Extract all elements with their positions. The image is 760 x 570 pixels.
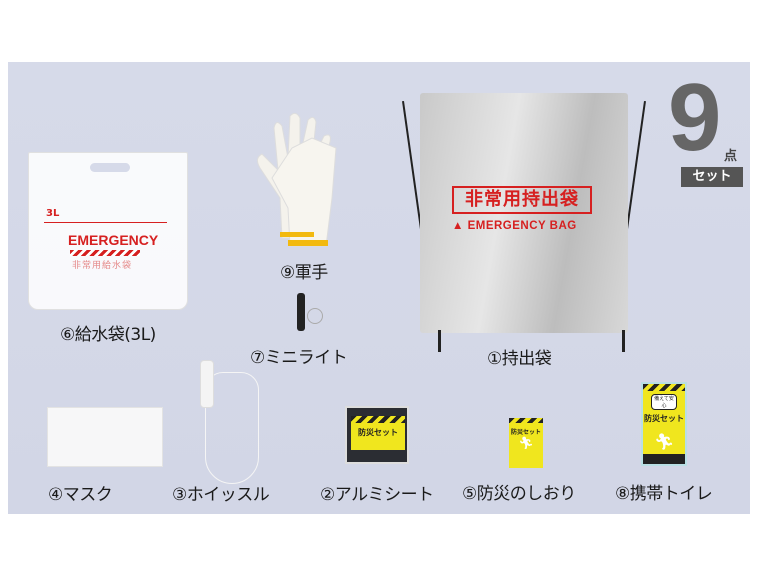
item-label-guide: ⑤防災のしおり	[462, 484, 576, 504]
item-count-unit: 点	[724, 149, 738, 164]
pack-title: 防災セット	[358, 428, 398, 437]
item-count: 9	[668, 64, 722, 171]
item-label-whistle: ③ホイッスル	[172, 485, 270, 505]
portable-toilet-image: 備えて安心 防災セット 🏃︎	[641, 382, 687, 466]
item-label-gloves: ⑨軍手	[280, 263, 328, 283]
mini-light-image	[297, 293, 305, 331]
bag-title-text: 非常用持出袋	[452, 186, 592, 214]
disaster-guide-image: 防災セット 🏃︎	[509, 418, 543, 468]
water-bag-image	[28, 152, 188, 310]
set-badge: セット	[681, 167, 743, 187]
pack-title: 防災セット	[644, 414, 684, 423]
aluminum-sheet-image: 防災セット	[345, 406, 409, 464]
item-label-water-bag: ⑥給水袋(3L)	[60, 325, 156, 345]
pack-tag: 備えて安心	[651, 394, 677, 410]
water-bag-stripe	[70, 250, 140, 256]
item-label-mini-light: ⑦ミニライト	[250, 348, 348, 368]
water-bag-handle	[90, 163, 130, 172]
water-bag-line	[44, 222, 167, 223]
whistle-image	[200, 360, 214, 408]
bag-subtitle-text: ▲ EMERGENCY BAG	[452, 220, 577, 232]
water-bag-emergency-text: EMERGENCY	[68, 232, 159, 248]
keyring-image	[307, 308, 323, 324]
cord-stopper-left	[438, 330, 441, 352]
item-label-toilet: ⑧携帯トイレ	[615, 484, 713, 504]
item-label-mask: ④マスク	[48, 485, 113, 505]
pack-title: 防災セット	[510, 429, 541, 436]
gloves-image	[256, 112, 337, 247]
water-bag-jp-text: 非常用給水袋	[72, 261, 133, 271]
cord-stopper-right	[622, 330, 625, 352]
item-label-bag: ①持出袋	[487, 349, 552, 369]
running-person-icon: 🏃︎	[653, 432, 675, 451]
item-label-aluminum-sheet: ②アルミシート	[320, 485, 434, 505]
water-bag-volume: 3L	[46, 208, 60, 219]
whistle-lanyard	[205, 372, 259, 484]
aluminum-sheet-label: 防災セット	[351, 416, 405, 450]
running-person-icon: 🏃︎	[518, 436, 534, 450]
mask-image	[47, 407, 163, 467]
